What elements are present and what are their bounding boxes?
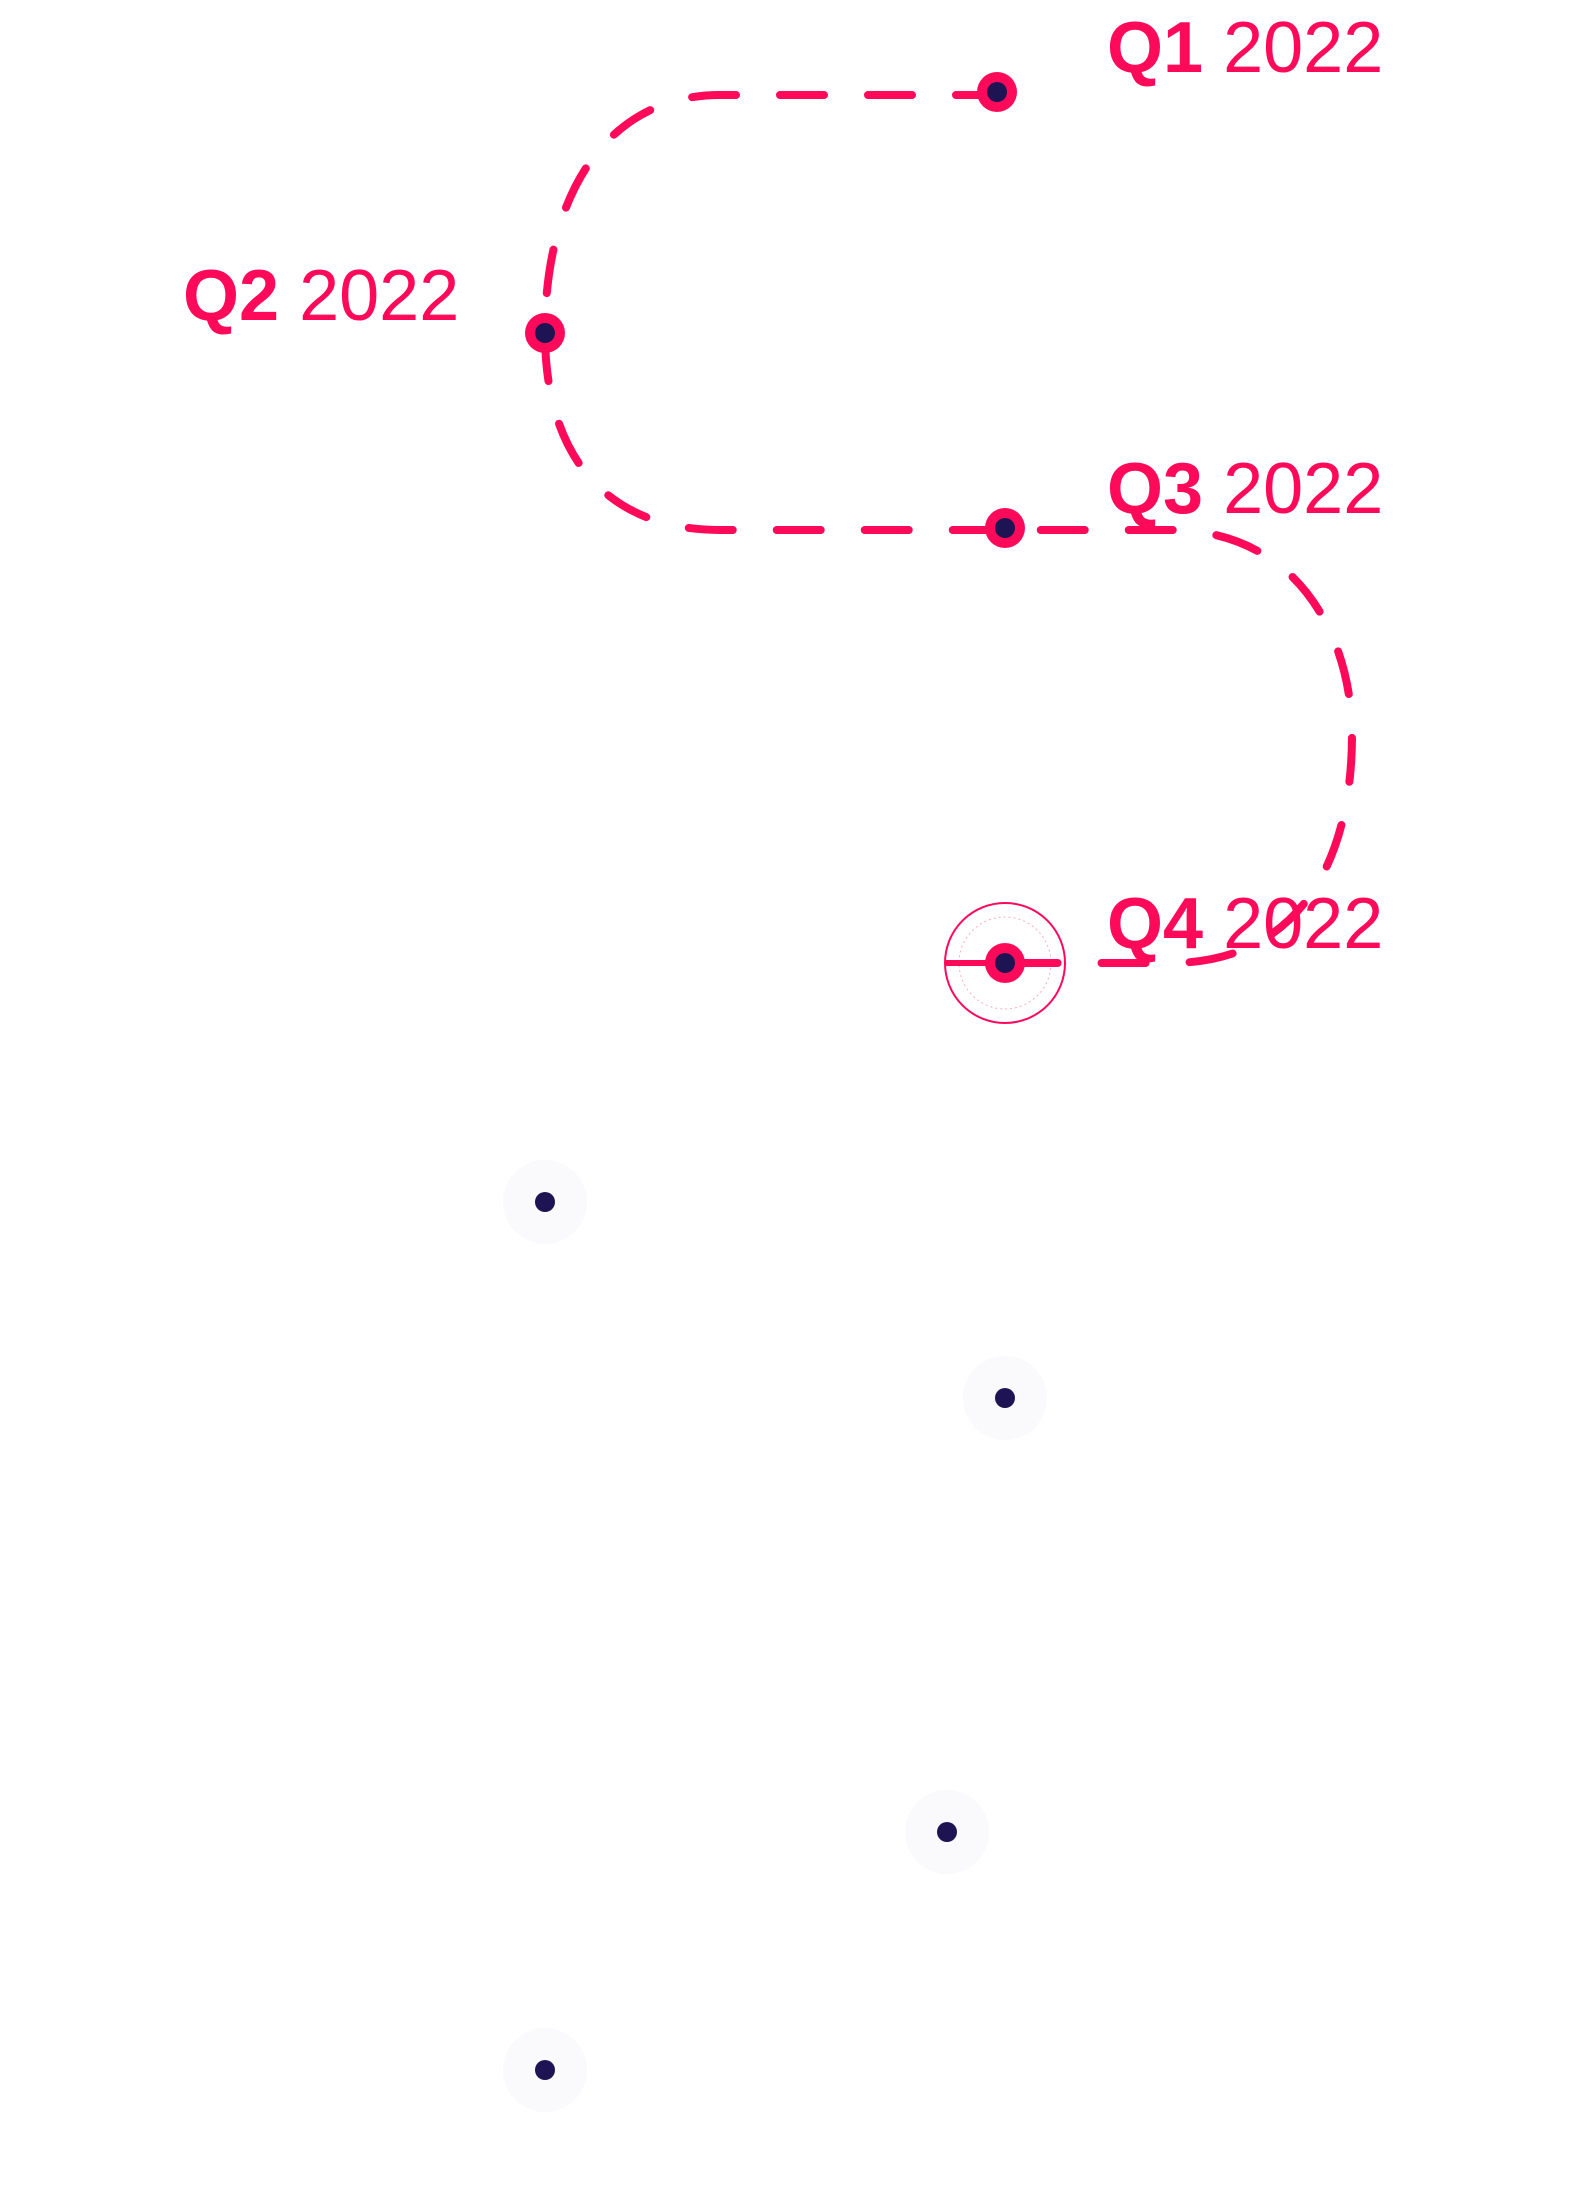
milestone-quarter: Q3 — [1107, 449, 1204, 529]
future-point-3[interactable] — [905, 1790, 989, 1874]
milestone-year: 2022 — [1223, 8, 1384, 88]
milestone-year: 2022 — [1223, 884, 1384, 964]
milestone-label-q4: Q4 2022 — [1107, 888, 1383, 960]
future-point-2[interactable] — [963, 1356, 1047, 1440]
future-point-1[interactable] — [503, 1160, 587, 1244]
milestone-marker-q1[interactable] — [977, 72, 1017, 112]
completed-path — [540, 91, 1357, 967]
milestone-label-q2: Q2 2022 — [183, 260, 459, 332]
milestone-quarter: Q4 — [1107, 884, 1204, 964]
milestone-label-q1: Q1 2022 — [1107, 12, 1383, 84]
milestone-marker-q2[interactable] — [525, 313, 565, 353]
milestone-quarter: Q1 — [1107, 8, 1204, 88]
current-pulse-inner — [958, 916, 1052, 1010]
milestone-marker-q3[interactable] — [985, 508, 1025, 548]
future-point-4[interactable] — [503, 2028, 587, 2112]
milestone-quarter: Q2 — [183, 256, 280, 336]
milestone-label-q3: Q3 2022 — [1107, 453, 1383, 525]
milestone-year: 2022 — [1223, 449, 1384, 529]
milestone-marker-q4[interactable] — [985, 943, 1025, 983]
milestone-year: 2022 — [299, 256, 460, 336]
